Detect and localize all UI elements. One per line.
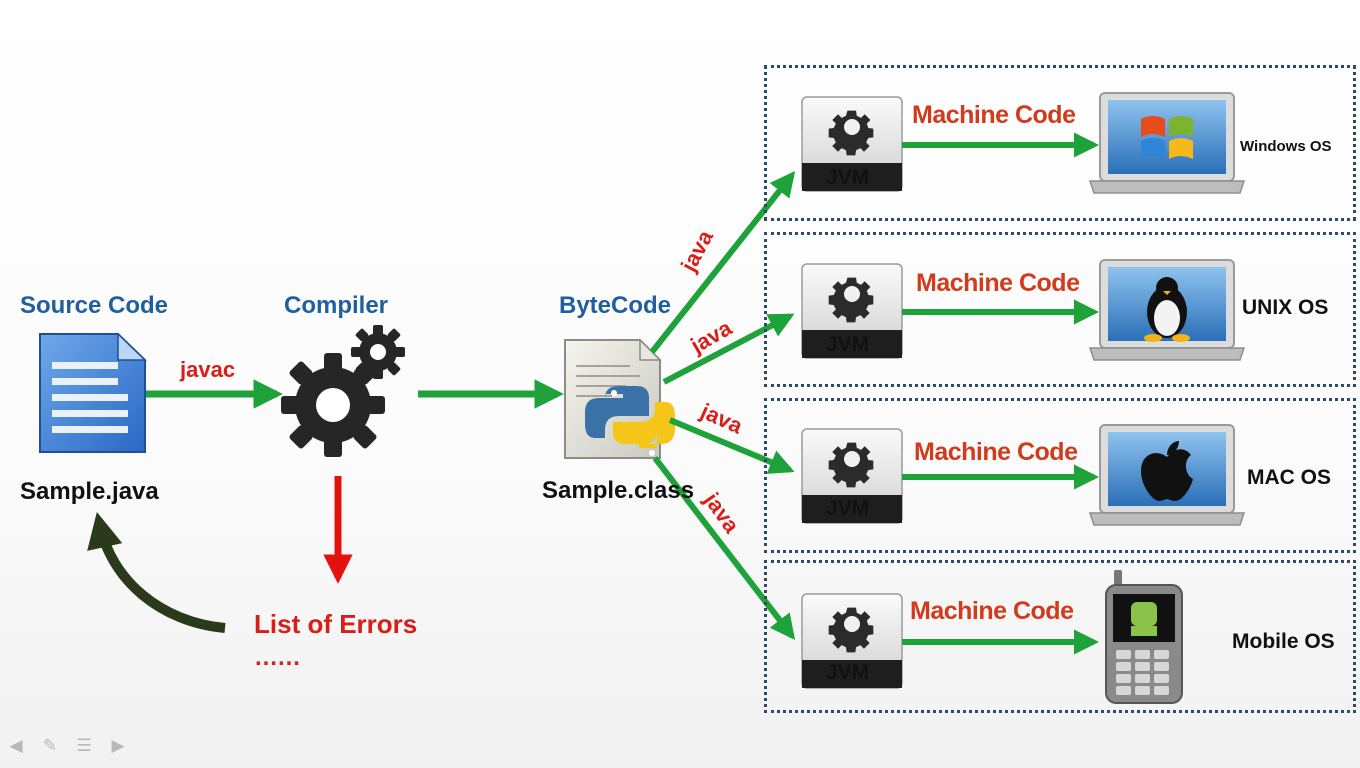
jvm-label-windows: JVM	[826, 166, 870, 189]
java-arrow-windows	[649, 171, 796, 354]
mobile-target-panel	[764, 560, 1356, 713]
android-phone-icon	[1105, 570, 1183, 704]
menu-icon[interactable]: ☰	[76, 736, 92, 755]
jvm-label-mac: JVM	[826, 497, 870, 520]
linux-laptop-icon	[1088, 259, 1246, 361]
source-document-icon	[39, 332, 147, 453]
mobile-os-label: Mobile OS	[1232, 630, 1335, 653]
machine-code-label-mac: Machine Code	[914, 438, 1078, 466]
compiler-gears-icon	[281, 325, 405, 457]
target-row-1	[801, 259, 1246, 361]
java-arrow-unix	[662, 313, 795, 385]
slide-nav-bar: ◀ ✎ ☰ ▶	[6, 736, 128, 756]
jvm-label-unix: JVM	[826, 333, 870, 356]
pen-icon[interactable]: ✎	[42, 736, 58, 755]
mac-target-panel	[764, 398, 1356, 553]
mac-os-label: MAC OS	[1247, 466, 1331, 489]
java-arrow-mac	[668, 417, 795, 474]
jvm-box	[801, 593, 903, 689]
jvm-box	[801, 263, 903, 359]
jvm-label-mobile: JVM	[826, 661, 870, 684]
unix-target-panel	[764, 232, 1356, 387]
machine-code-label-mobile: Machine Code	[910, 597, 1074, 625]
prev-arrow-icon[interactable]: ◀	[9, 736, 23, 755]
unix-os-label: UNIX OS	[1242, 296, 1329, 319]
target-row-0	[801, 92, 1246, 194]
windows-laptop-icon	[1088, 92, 1246, 194]
mac-laptop-icon	[1088, 424, 1246, 526]
target-row-2	[801, 424, 1246, 526]
errors-ellipsis: ……	[254, 644, 301, 671]
class-file-icon	[564, 338, 675, 459]
class-file-label: Sample.class	[542, 477, 695, 504]
javac-label: javac	[180, 357, 236, 382]
source-code-label: Source Code	[20, 292, 169, 319]
target-row-3	[801, 570, 1183, 704]
next-arrow-icon[interactable]: ▶	[111, 736, 125, 755]
bytecode-label: ByteCode	[559, 292, 672, 319]
feedback-arrow	[87, 511, 226, 633]
jvm-box	[801, 96, 903, 192]
machine-code-label-unix: Machine Code	[916, 269, 1080, 297]
windows-target-panel	[764, 65, 1356, 221]
list-of-errors-label: List of Errors	[254, 609, 418, 639]
compiler-label: Compiler	[284, 292, 389, 319]
java-arrow-mobile	[652, 456, 796, 640]
machine-code-label-windows: Machine Code	[912, 101, 1076, 129]
jvm-box	[801, 428, 903, 524]
source-file-label: Sample.java	[20, 478, 159, 505]
windows-os-label: Windows OS	[1240, 138, 1332, 155]
